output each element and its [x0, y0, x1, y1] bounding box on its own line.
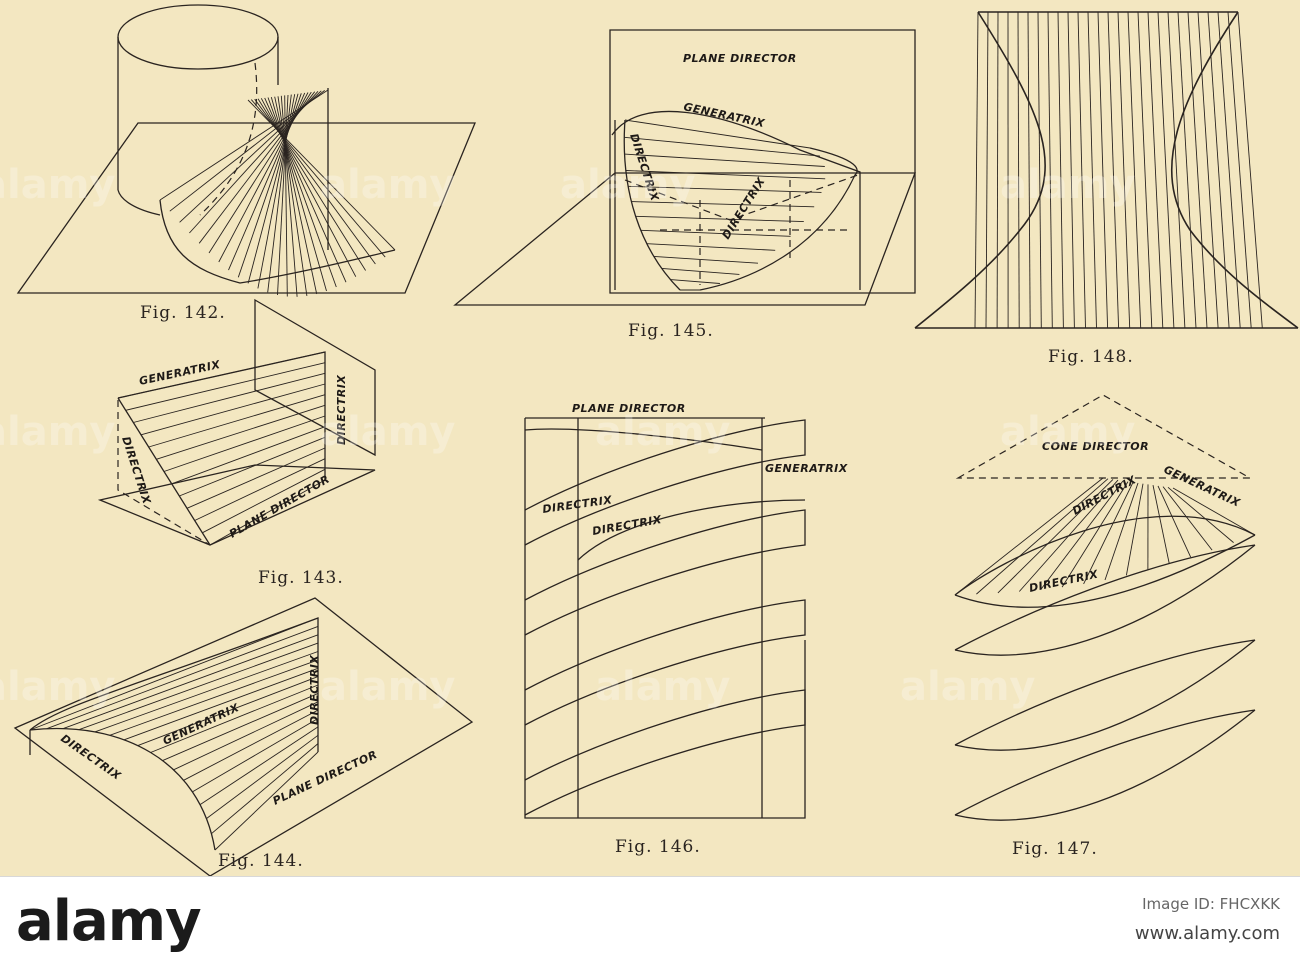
ruling-line: [1208, 12, 1229, 328]
watermark-text: alamy: [0, 664, 115, 710]
fig147-generatrix-label: GENERATRIX: [1162, 463, 1243, 510]
fig147-directrix-lower-label: DIRECTRIX: [1028, 568, 1100, 595]
site-link[interactable]: www.alamy.com: [1135, 923, 1280, 944]
fig144-plane-director-label: PLANE DIRECTOR: [271, 748, 380, 808]
fig145-directrix-right-label: DIRECTRIX: [720, 175, 768, 242]
fig146-generatrix-label: GENERATRIX: [765, 462, 848, 475]
generatrix-line: [149, 395, 325, 447]
fig147-surface-top: [955, 516, 1255, 607]
generatrix-line: [625, 120, 810, 148]
fig142-cylinder-bottom: [118, 190, 160, 215]
helicoid-band: [525, 510, 805, 635]
generatrix-line: [636, 216, 804, 221]
ruled-surfaces-diagram: GENERATRIX DIRECTRIX DIRECTRIX PLANE DIR…: [0, 0, 1300, 876]
generatrix-line: [156, 405, 325, 459]
generatrix-line: [141, 384, 325, 435]
image-meta: Image ID: FHCXKK www.alamy.com: [1135, 895, 1280, 944]
watermark-text: alamy: [1000, 409, 1135, 455]
generatrix-line: [670, 280, 720, 284]
ruling-line: [1138, 12, 1152, 328]
watermark-text: alamy: [0, 409, 115, 455]
generatrix-line: [1153, 485, 1169, 564]
fig144-caption: Fig. 144.: [218, 851, 304, 871]
image-id: Image ID: FHCXKK: [1135, 895, 1280, 913]
stock-footer: alamy Image ID: FHCXKK www.alamy.com: [0, 876, 1300, 967]
generatrix-line: [1126, 484, 1143, 576]
ruling-line: [986, 12, 988, 328]
generatrix-line: [275, 97, 317, 294]
generatrix-line: [624, 137, 820, 156]
brand-logo[interactable]: alamy: [16, 889, 201, 954]
twisted-band: [955, 710, 1255, 820]
generatrix-line: [172, 427, 325, 484]
figure-142: [18, 5, 475, 297]
generatrix-line: [174, 702, 318, 770]
watermark-text: alamy: [595, 409, 730, 455]
fig143-caption: Fig. 143.: [258, 568, 344, 588]
figure-144: [15, 598, 472, 876]
twisted-band: [955, 545, 1255, 655]
watermark-text: alamy: [900, 664, 1035, 710]
diagram-plate: GENERATRIX DIRECTRIX DIRECTRIX PLANE DIR…: [0, 0, 1300, 876]
figure-146: [525, 418, 805, 818]
fig142-hidden-curve: [200, 63, 257, 215]
generatrix-line: [206, 735, 318, 818]
ruling-line: [1178, 12, 1196, 328]
fig146-caption: Fig. 146.: [615, 837, 701, 857]
fig147-caption: Fig. 147.: [1012, 839, 1098, 859]
fig144-generatrix-label: GENERATRIX: [161, 701, 242, 748]
ruling-line: [1188, 12, 1207, 328]
generatrix-line: [641, 230, 791, 236]
fig146-directrix-lower-label: DIRECTRIX: [591, 513, 663, 538]
watermark-text: alamy: [320, 664, 455, 710]
fig143-plane-director-label: PLANE DIRECTOR: [227, 472, 332, 540]
watermark-text: alamy: [0, 162, 115, 208]
fig148-caption: Fig. 148.: [1048, 347, 1134, 367]
watermark-text: alamy: [320, 162, 455, 208]
watermark-text: alamy: [560, 162, 695, 208]
fig142-caption: Fig. 142.: [140, 303, 226, 323]
ruling-line: [1238, 12, 1262, 328]
generatrix-line: [219, 93, 308, 263]
fig144-directrix-left-label: DIRECTRIX: [58, 732, 123, 783]
generatrix-line: [124, 668, 318, 740]
ruling-line: [1228, 12, 1251, 328]
fig145-generatrix-label: GENERATRIX: [682, 100, 766, 130]
generatrix-line: [654, 256, 758, 263]
watermark-text: alamy: [595, 664, 730, 710]
fig146-helicoid-bands: [525, 420, 805, 815]
fig143-generatrix-label: GENERATRIX: [138, 358, 222, 388]
watermark-text: alamy: [320, 409, 455, 455]
fig142-cylinder-top: [118, 5, 278, 69]
fig145-plane-director-label: PLANE DIRECTOR: [683, 52, 797, 65]
generatrix-line: [1158, 486, 1191, 557]
generatrix-line: [647, 244, 775, 251]
fig144-directrix-curve: [30, 729, 215, 851]
fig145-caption: Fig. 145.: [628, 321, 714, 341]
ruling-line: [1218, 12, 1240, 328]
ruling-line: [997, 12, 998, 328]
watermark-text: alamy: [1000, 162, 1135, 208]
ruling-line: [975, 12, 978, 328]
generatrix-line: [192, 719, 318, 792]
fig146-core-lines: [578, 418, 762, 818]
generatrix-line: [164, 416, 325, 472]
ruling-line: [1168, 12, 1185, 328]
figure-147: [955, 395, 1255, 820]
